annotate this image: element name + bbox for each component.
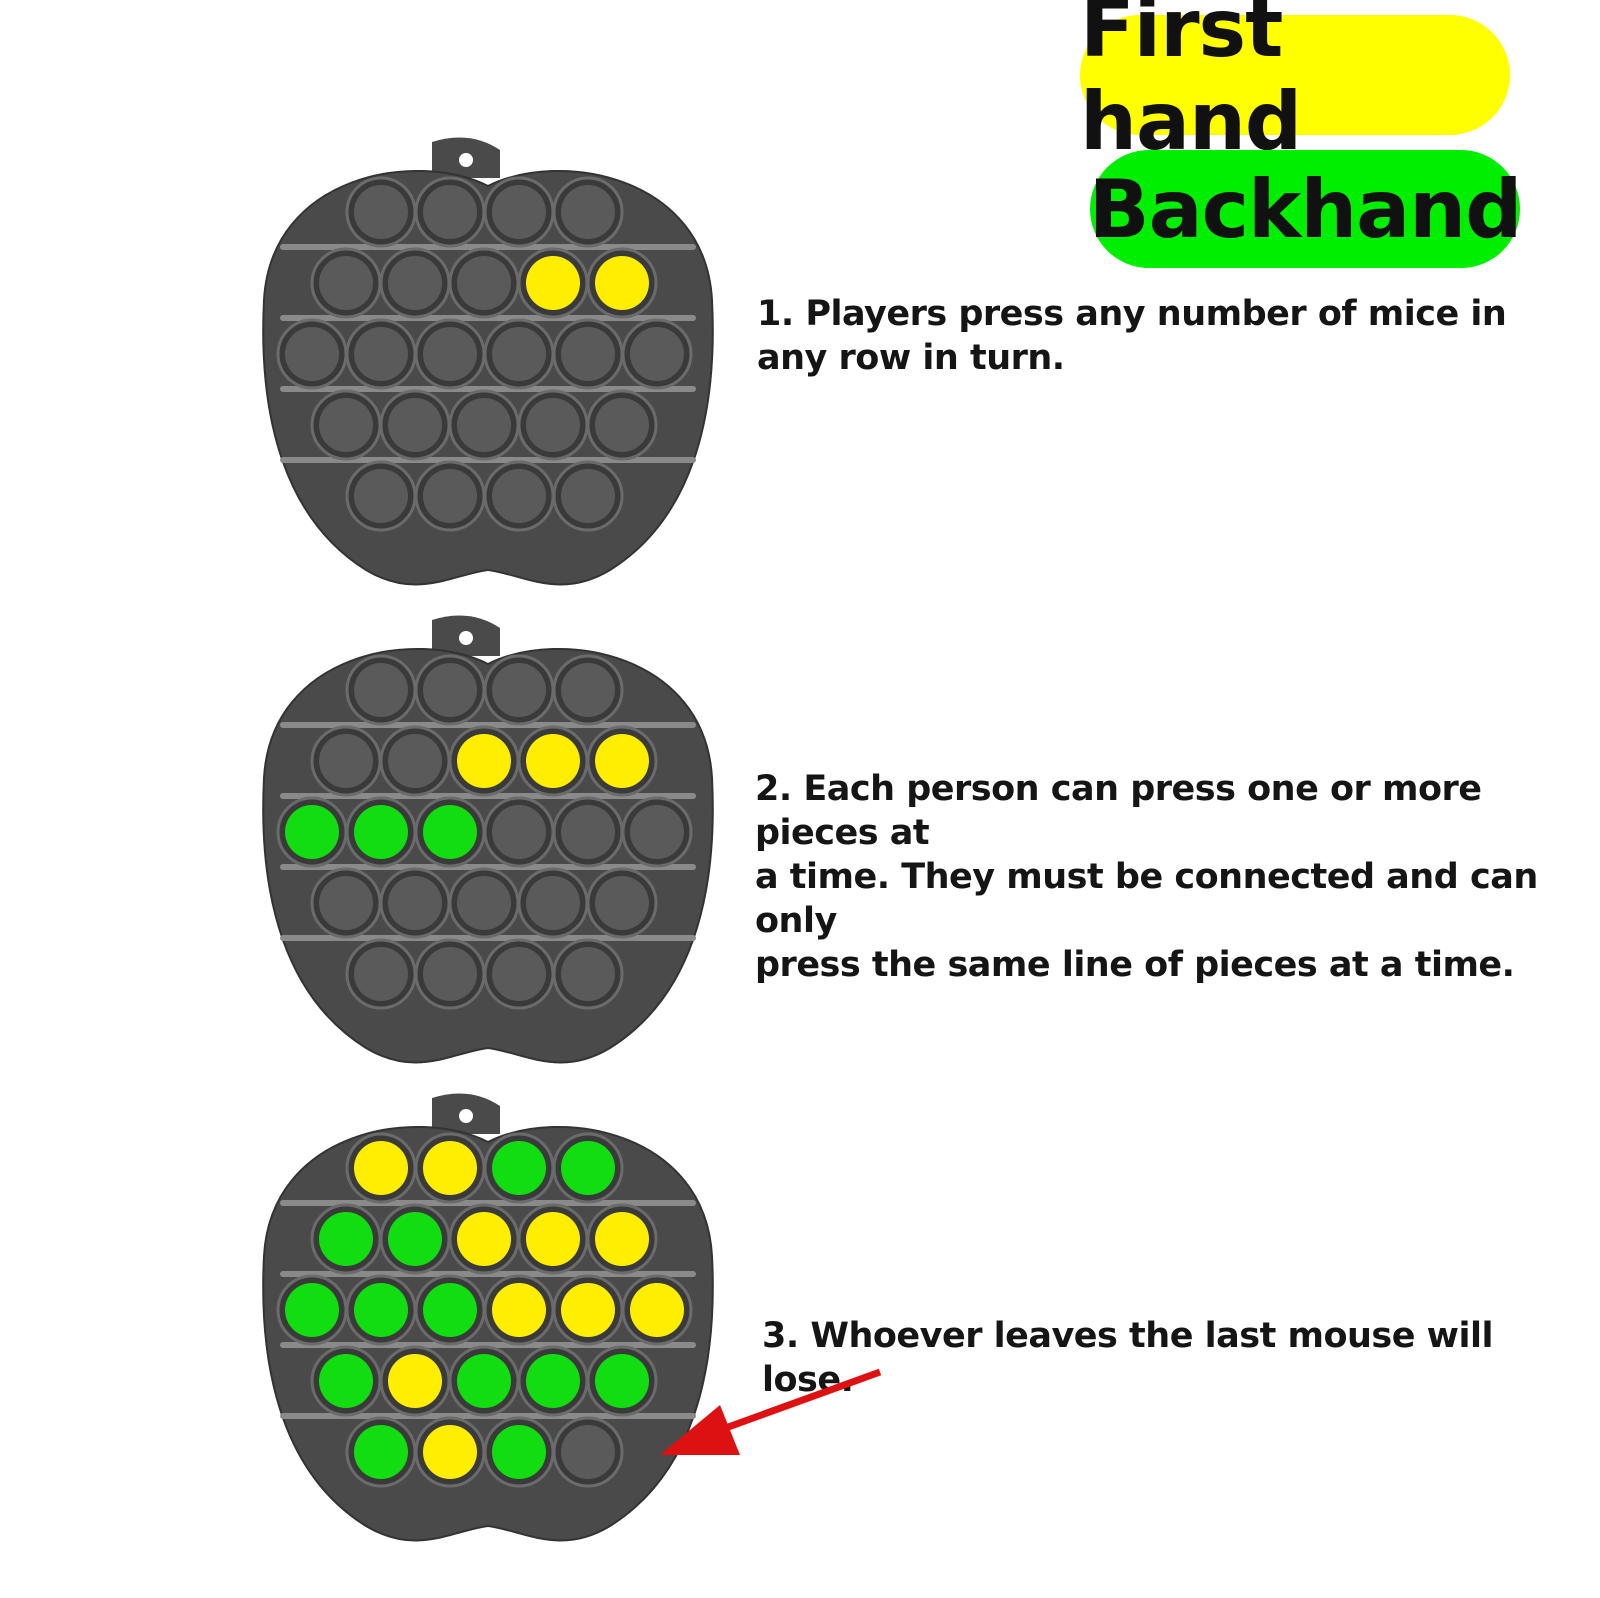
backhand-label: Backhand xyxy=(1088,150,1523,268)
gray-bubble xyxy=(423,469,477,523)
gray-bubble xyxy=(354,185,408,239)
rule-1-text: 1. Players press any number of mice in a… xyxy=(757,294,1507,378)
yellow-bubble xyxy=(595,1212,649,1266)
gray-bubble xyxy=(354,947,408,1001)
gray-bubble xyxy=(457,398,511,452)
gray-bubble xyxy=(492,469,546,523)
green-bubble xyxy=(595,1354,649,1408)
gray-bubble xyxy=(354,469,408,523)
gray-bubble xyxy=(526,398,580,452)
gray-bubble xyxy=(630,327,684,381)
gray-bubble xyxy=(319,734,373,788)
board-step-2 xyxy=(262,615,714,1064)
green-bubble xyxy=(354,1283,408,1337)
gray-bubble xyxy=(526,876,580,930)
green-bubble xyxy=(285,805,339,859)
green-bubble xyxy=(457,1354,511,1408)
green-bubble xyxy=(492,1425,546,1479)
gray-bubble xyxy=(595,398,649,452)
gray-bubble xyxy=(319,256,373,310)
gray-bubble xyxy=(423,663,477,717)
yellow-bubble xyxy=(561,1283,615,1337)
green-bubble xyxy=(354,805,408,859)
gray-bubble xyxy=(319,876,373,930)
green-bubble xyxy=(319,1212,373,1266)
rule-3-text: 3. Whoever leaves the last mouse will lo… xyxy=(762,1316,1494,1400)
gray-bubble xyxy=(561,947,615,1001)
gray-bubble xyxy=(492,185,546,239)
board-hole xyxy=(459,153,473,167)
yellow-bubble xyxy=(423,1141,477,1195)
gray-bubble xyxy=(561,469,615,523)
arrow-shaft xyxy=(718,1368,882,1434)
green-bubble xyxy=(285,1283,339,1337)
backhand-text: Backhand xyxy=(1088,162,1523,256)
yellow-bubble xyxy=(457,1212,511,1266)
gray-bubble xyxy=(561,327,615,381)
gray-bubble xyxy=(423,327,477,381)
gray-bubble xyxy=(354,327,408,381)
gray-bubble xyxy=(457,256,511,310)
arrow-head xyxy=(660,1405,740,1455)
board-step-3 xyxy=(262,1093,714,1542)
green-bubble xyxy=(526,1354,580,1408)
yellow-bubble xyxy=(354,1141,408,1195)
green-bubble xyxy=(319,1354,373,1408)
gray-bubble xyxy=(423,185,477,239)
yellow-bubble xyxy=(595,256,649,310)
gray-bubble xyxy=(457,876,511,930)
green-bubble xyxy=(561,1141,615,1195)
yellow-bubble xyxy=(423,1425,477,1479)
gray-bubble xyxy=(561,185,615,239)
yellow-bubble xyxy=(630,1283,684,1337)
gray-bubble xyxy=(630,805,684,859)
green-bubble xyxy=(388,1212,442,1266)
gray-bubble xyxy=(595,876,649,930)
gray-bubble xyxy=(388,398,442,452)
red-arrow-icon xyxy=(660,1368,882,1455)
yellow-bubble xyxy=(526,734,580,788)
board-hole xyxy=(459,631,473,645)
gray-bubble xyxy=(388,256,442,310)
gray-bubble xyxy=(388,876,442,930)
rule-2-text: 2. Each person can press one or more pie… xyxy=(755,769,1538,985)
gray-bubble xyxy=(388,734,442,788)
board-step-1 xyxy=(262,137,714,586)
green-bubble xyxy=(423,805,477,859)
yellow-bubble xyxy=(595,734,649,788)
gray-bubble xyxy=(492,947,546,1001)
gray-bubble xyxy=(561,805,615,859)
gray-bubble xyxy=(492,327,546,381)
yellow-bubble xyxy=(526,256,580,310)
gray-bubble xyxy=(561,663,615,717)
gray-bubble xyxy=(561,1425,615,1479)
green-bubble xyxy=(492,1141,546,1195)
gray-bubble xyxy=(319,398,373,452)
gray-bubble xyxy=(285,327,339,381)
yellow-bubble xyxy=(457,734,511,788)
gray-bubble xyxy=(354,663,408,717)
first-hand-label: First hand xyxy=(1080,0,1510,168)
board-hole xyxy=(459,1109,473,1123)
gray-bubble xyxy=(423,947,477,1001)
gray-bubble xyxy=(492,805,546,859)
green-bubble xyxy=(354,1425,408,1479)
gray-bubble xyxy=(492,663,546,717)
yellow-bubble xyxy=(492,1283,546,1337)
green-bubble xyxy=(423,1283,477,1337)
yellow-bubble xyxy=(526,1212,580,1266)
yellow-bubble xyxy=(388,1354,442,1408)
